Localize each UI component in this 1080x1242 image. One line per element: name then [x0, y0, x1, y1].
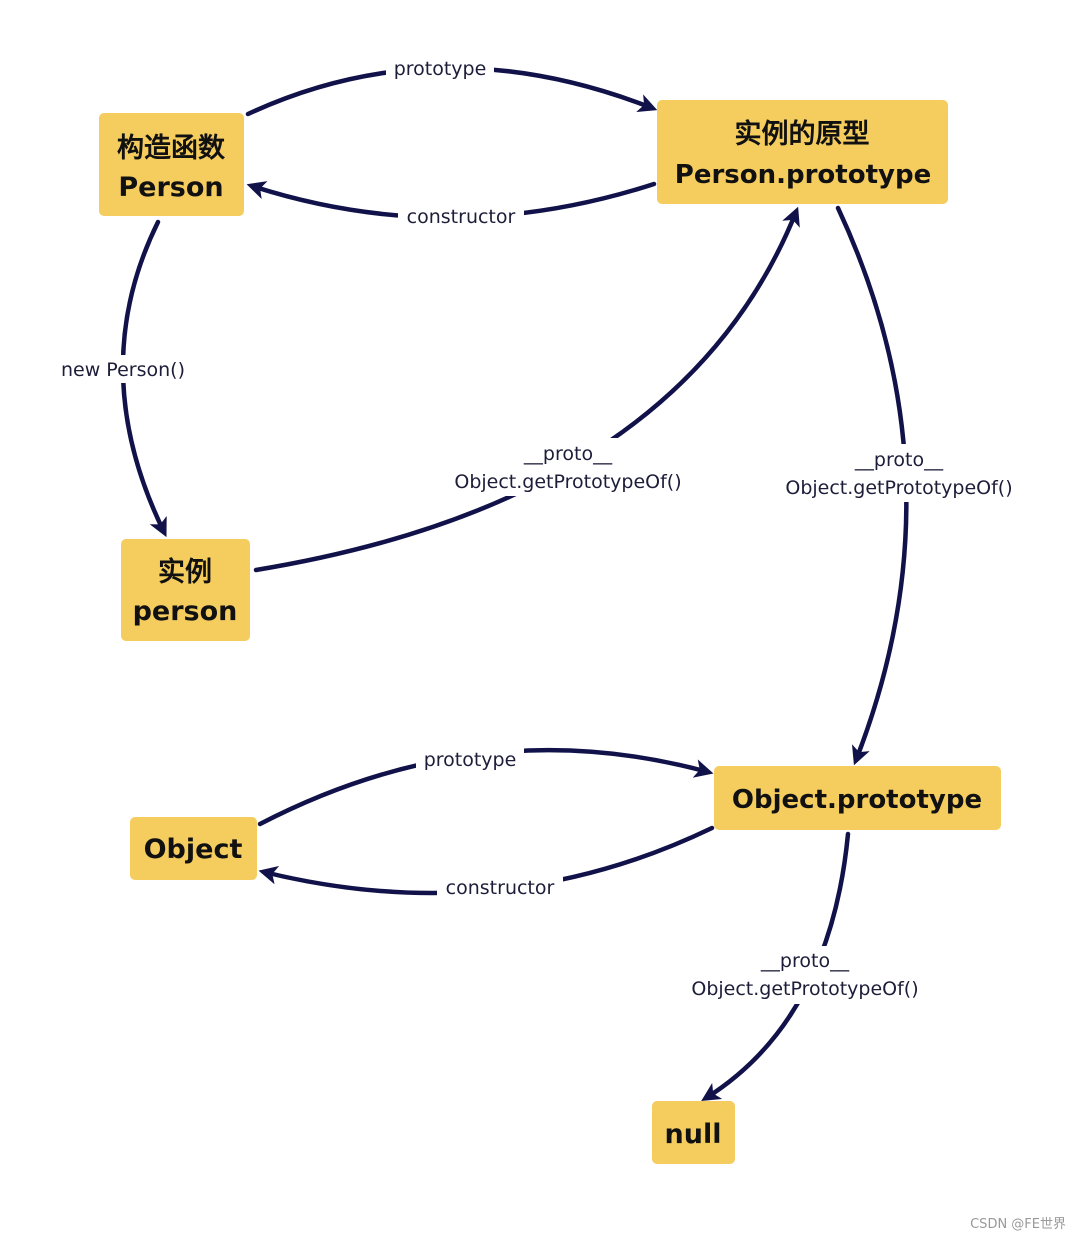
- edge-new-person: new Person(): [52, 219, 194, 538]
- edge-label-new-person: new Person(): [61, 359, 185, 381]
- edge-label-constructor: constructor: [407, 206, 516, 228]
- node-title: Person: [118, 172, 223, 203]
- node-box: [652, 1101, 735, 1164]
- label-bg: [416, 747, 524, 773]
- node-title-cn: 构造函数: [117, 133, 226, 164]
- edge-person-constructor: constructor: [246, 181, 657, 230]
- node-title: person: [133, 596, 238, 627]
- label-bg: [386, 56, 494, 82]
- node-person-prototype: 实例的原型 Person.prototype: [657, 100, 948, 204]
- node-instance-person: 实例 person: [121, 539, 250, 641]
- edge-object-constructor: constructor: [258, 825, 715, 901]
- node-title: Object.prototype: [732, 785, 982, 815]
- label-bg: [676, 946, 934, 1004]
- edge-label-getprototypeof: Object.getPrototypeOf(): [785, 477, 1012, 499]
- edge-label-proto: __proto__: [760, 950, 850, 972]
- label-bg: [437, 875, 563, 901]
- edge-label-proto: __proto__: [523, 443, 613, 465]
- node-constructor-person: 构造函数 Person: [99, 113, 244, 216]
- node-null: null: [652, 1101, 735, 1164]
- edge-person-prototype: prototype: [245, 56, 658, 117]
- edge-person-prototype-proto: __proto__ Object.getPrototypeOf(): [770, 205, 1028, 766]
- edge-line: [253, 206, 800, 573]
- node-object-prototype: Object.prototype: [714, 766, 1001, 830]
- node-box: [121, 539, 250, 641]
- node-title-cn: 实例: [158, 556, 212, 588]
- label-bg: [398, 204, 524, 230]
- edge-label-prototype: prototype: [394, 58, 487, 80]
- node-box: [130, 817, 257, 880]
- edge-object-prototype-proto: __proto__ Object.getPrototypeOf(): [676, 831, 934, 1102]
- edge-object-prototype: prototype: [257, 747, 714, 827]
- label-bg: [52, 355, 194, 383]
- watermark: CSDN @FE世界: [970, 1217, 1066, 1232]
- node-title: Object: [144, 834, 243, 865]
- edge-label-prototype: prototype: [424, 749, 517, 771]
- edge-label-constructor: constructor: [446, 877, 555, 899]
- edge-label-getprototypeof: Object.getPrototypeOf(): [454, 471, 681, 493]
- edge-instance-proto: __proto__ Object.getPrototypeOf(): [253, 206, 800, 573]
- edge-label-getprototypeof: Object.getPrototypeOf(): [691, 978, 918, 1000]
- node-box: [99, 113, 244, 216]
- node-box: [714, 766, 1001, 830]
- node-title: Person.prototype: [675, 160, 931, 190]
- node-object: Object: [130, 817, 257, 880]
- node-title-cn: 实例的原型: [735, 118, 870, 150]
- label-bg: [770, 444, 1028, 502]
- edge-label-proto: __proto__: [854, 449, 944, 471]
- label-bg: [440, 438, 696, 496]
- node-title: null: [665, 1119, 722, 1150]
- node-box: [657, 100, 948, 204]
